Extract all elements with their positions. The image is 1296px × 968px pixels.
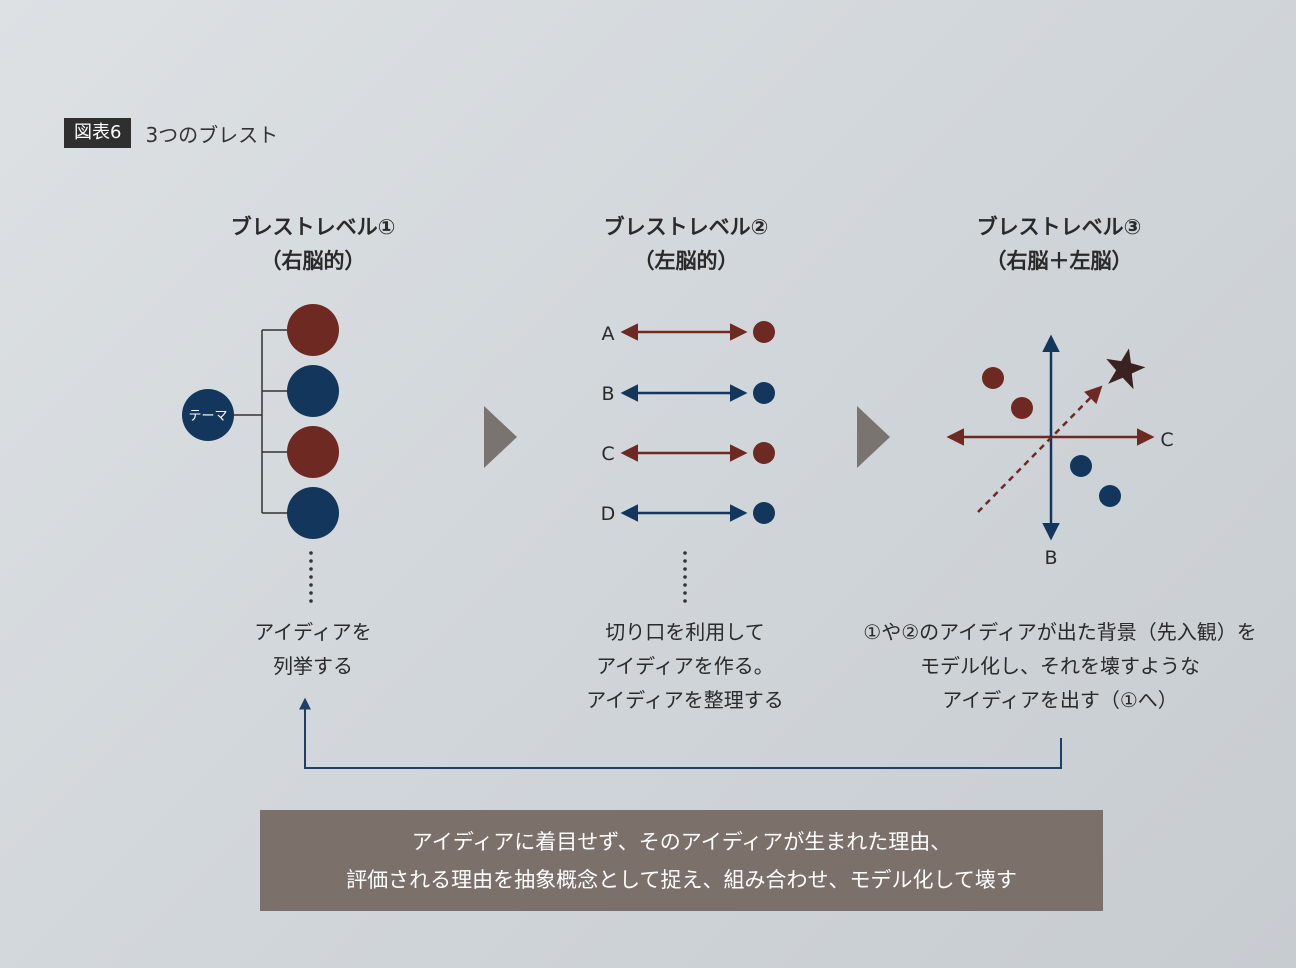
level-1-caption-line: 列挙する bbox=[273, 654, 353, 678]
next-step-chevron bbox=[857, 406, 890, 468]
axis-row-label-a: A bbox=[602, 323, 615, 345]
level-3-caption: ①や②のアイディアが出た背景（先入観）を モデル化し、それを壊すような アイディ… bbox=[845, 615, 1275, 717]
level-2-axes: A B C D bbox=[601, 321, 775, 603]
axis-dot-a bbox=[753, 321, 775, 343]
theme-node-label: テーマ bbox=[188, 409, 227, 424]
diagonal-dashed-arrow bbox=[977, 385, 1103, 513]
matrix-dot-blue bbox=[1099, 485, 1121, 507]
figure-title: 3つのブレスト bbox=[145, 122, 279, 147]
axis-dot-c bbox=[753, 442, 775, 464]
level-2-caption-line: アイディアを整理する bbox=[586, 688, 784, 712]
level-2-caption: 切り口を利用して アイディアを作る。 アイディアを整理する bbox=[560, 615, 810, 717]
summary-line: アイディアに着目せず、そのアイディアが生まれた理由、 bbox=[411, 829, 952, 854]
level-1-tree: テーマ bbox=[182, 304, 339, 603]
vertical-axis-label: B bbox=[1044, 547, 1057, 569]
level-3-matrix: C B bbox=[946, 334, 1174, 569]
level-3-caption-line: アイディアを出す（①へ） bbox=[942, 688, 1178, 712]
axis-row-label-c: C bbox=[601, 443, 614, 465]
matrix-dot-red bbox=[982, 367, 1004, 389]
level-1-caption: アイディアを 列挙する bbox=[193, 615, 433, 683]
matrix-dot-blue bbox=[1070, 455, 1092, 477]
next-step-chevron bbox=[484, 406, 517, 468]
figure-tag: 図表6 bbox=[64, 118, 132, 148]
level-3-caption-line: モデル化し、それを壊すような bbox=[920, 654, 1200, 678]
level-1-caption-line: アイディアを bbox=[254, 620, 372, 644]
idea-node-red bbox=[287, 426, 339, 478]
star-icon bbox=[1106, 348, 1146, 390]
theme-node bbox=[182, 389, 234, 441]
figure-header: 図表6 3つのブレスト bbox=[64, 118, 278, 148]
level-3-title: ブレストレベル③ bbox=[976, 215, 1142, 239]
horizontal-axis-label: C bbox=[1160, 429, 1173, 451]
matrix-dot-red bbox=[1011, 397, 1033, 419]
idea-node-blue bbox=[287, 487, 339, 539]
level-1-ellipsis bbox=[309, 551, 313, 603]
level-2-caption-line: 切り口を利用して bbox=[605, 620, 765, 644]
level-2-ellipsis bbox=[683, 551, 687, 603]
level-2-subtitle: （左脳的） bbox=[633, 249, 739, 273]
summary-box: アイディアに着目せず、そのアイディアが生まれた理由、 評価される理由を抽象概念と… bbox=[260, 810, 1103, 911]
idea-node-red bbox=[287, 304, 339, 356]
level-2-caption-line: アイディアを作る。 bbox=[596, 654, 774, 678]
level-1-heading: ブレストレベル① （右脳的） bbox=[193, 210, 433, 278]
axis-row-label-d: D bbox=[601, 503, 616, 525]
level-1-subtitle: （右脳的） bbox=[260, 249, 366, 273]
axis-dot-b bbox=[753, 382, 775, 404]
feedback-loop-arrow bbox=[299, 697, 1062, 769]
axis-row-label-b: B bbox=[601, 383, 614, 405]
level-3-heading: ブレストレベル③ （右脳＋左脳） bbox=[939, 210, 1179, 278]
axis-dot-d bbox=[753, 502, 775, 524]
level-2-title: ブレストレベル② bbox=[603, 215, 769, 239]
summary-line: 評価される理由を抽象概念として捉え、組み合わせ、モデル化して壊す bbox=[346, 867, 1017, 892]
level-1-title: ブレストレベル① bbox=[230, 215, 396, 239]
level-2-heading: ブレストレベル② （左脳的） bbox=[566, 210, 806, 278]
level-3-caption-line: ①や②のアイディアが出た背景（先入観）を bbox=[863, 620, 1257, 644]
level-3-subtitle: （右脳＋左脳） bbox=[985, 249, 1133, 273]
idea-node-blue bbox=[287, 365, 339, 417]
